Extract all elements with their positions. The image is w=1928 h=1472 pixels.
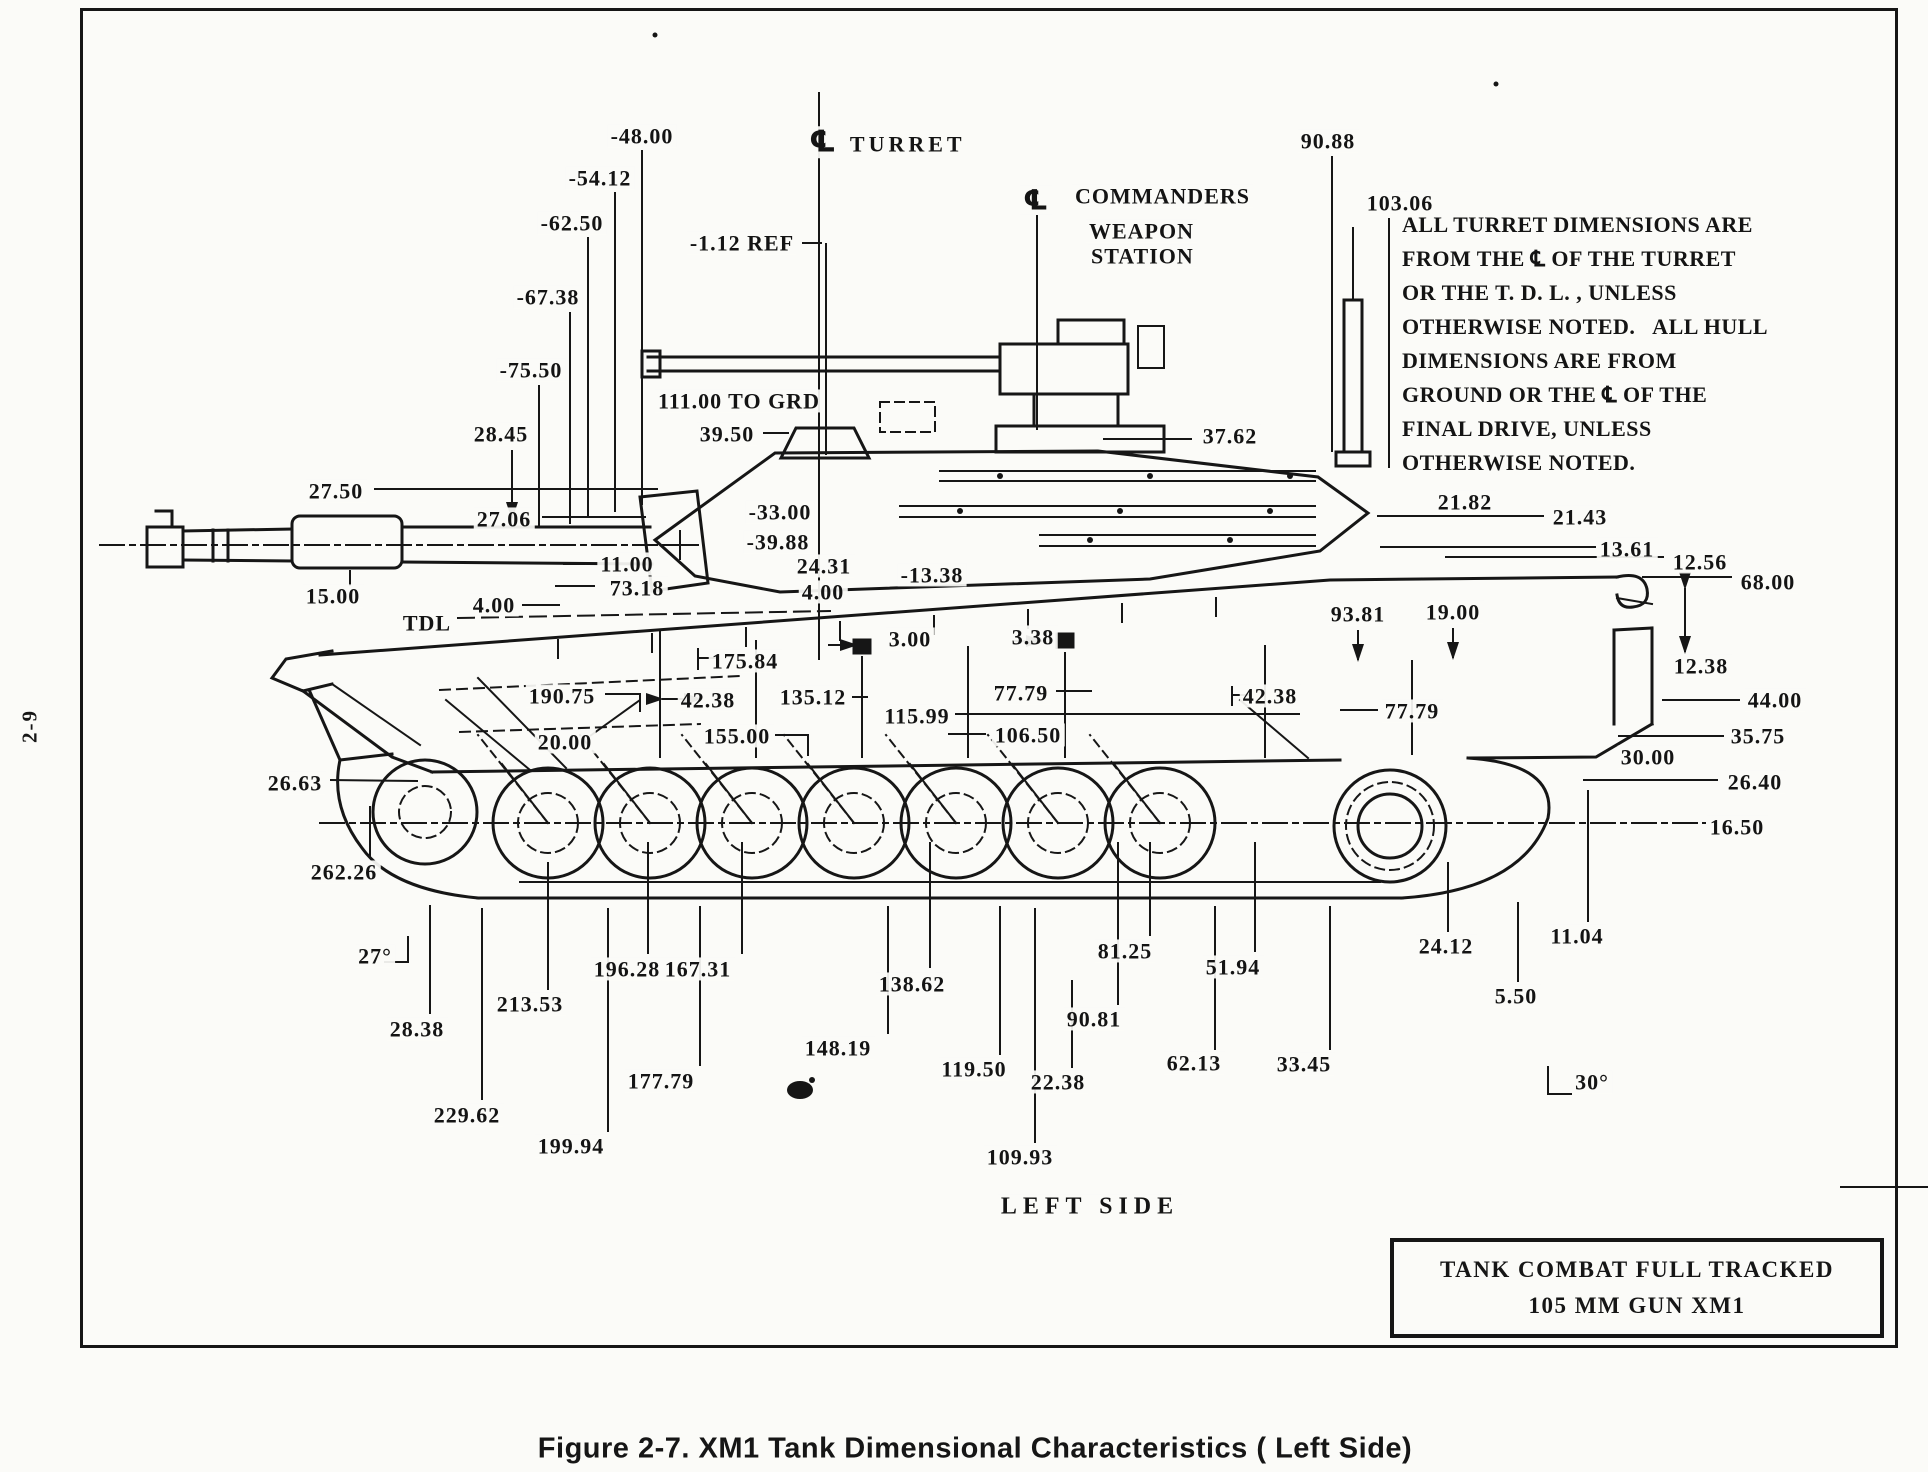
- dim-12-38: 12.38: [1670, 654, 1732, 678]
- cws-callout-line1: COMMANDERS: [1072, 184, 1253, 208]
- dim-minus-54-12: -54.12: [565, 166, 635, 190]
- dim-27-50: 27.50: [305, 479, 367, 503]
- dim-199-94: 199.94: [534, 1134, 608, 1158]
- dim-109-93: 109.93: [983, 1145, 1057, 1169]
- dim-39-50: 39.50: [696, 422, 758, 446]
- centerline-icon: ℄: [809, 124, 837, 160]
- dim-77-79-right: 77.79: [1381, 699, 1443, 723]
- dim-22-38: 22.38: [1027, 1070, 1089, 1094]
- dim-175-84: 175.84: [708, 649, 782, 673]
- dim-81-25: 81.25: [1094, 939, 1156, 963]
- dim-44-00: 44.00: [1744, 688, 1806, 712]
- dim-12-56: 12.56: [1669, 550, 1731, 574]
- view-label-left-side: LEFT SIDE: [997, 1194, 1183, 1220]
- turret-centerline-text: TURRET: [849, 131, 966, 157]
- title-block-line1: TANK COMBAT FULL TRACKED: [1439, 1257, 1835, 1282]
- dim-115-99: 115.99: [881, 704, 953, 728]
- page-number: 2-9: [17, 709, 42, 743]
- dim-4-00-left: 4.00: [469, 593, 519, 617]
- dim-213-53: 213.53: [493, 992, 567, 1016]
- dim-190-75: 190.75: [525, 684, 599, 708]
- turret-centerline-callout: ℄ TURRET: [806, 126, 969, 158]
- tdl-callout: TDL: [399, 611, 455, 635]
- dim-167-31: 167.31: [661, 957, 735, 981]
- dim-3-00: 3.00: [885, 627, 935, 651]
- dim-19-00: 19.00: [1422, 600, 1484, 624]
- dim-177-79: 177.79: [624, 1069, 698, 1093]
- dim-11-04: 11.04: [1547, 924, 1607, 948]
- figure-caption: Figure 2-7. XM1 Tank Dimensional Charact…: [537, 1432, 1413, 1465]
- dim-68-00: 68.00: [1737, 570, 1799, 594]
- dim-minus-67-38: -67.38: [513, 285, 583, 309]
- dim-26-40: 26.40: [1724, 770, 1786, 794]
- dim-angle-27: 27°: [355, 944, 395, 968]
- dim-16-50: 16.50: [1706, 815, 1768, 839]
- dim-111-to-ground: 111.00 TO GRD: [655, 389, 823, 413]
- turret-hull-dimension-note: ALL TURRET DIMENSIONS ARE FROM THE ℄ OF …: [1402, 212, 1769, 475]
- dim-21-82: 21.82: [1434, 490, 1496, 514]
- dim-minus-13-38: -13.38: [897, 563, 967, 587]
- dim-135-12: 135.12: [776, 685, 850, 709]
- dim-30-00: 30.00: [1617, 745, 1679, 769]
- dim-229-62: 229.62: [430, 1103, 504, 1127]
- dim-119-50: 119.50: [938, 1057, 1010, 1081]
- dim-90-81: 90.81: [1063, 1007, 1125, 1031]
- dim-15-00: 15.00: [302, 584, 364, 608]
- cws-callout-line2: WEAPON: [1086, 219, 1197, 243]
- dim-minus-33-00: -33.00: [745, 500, 815, 524]
- dim-28-38: 28.38: [386, 1017, 448, 1041]
- dim-148-19: 148.19: [801, 1036, 875, 1060]
- dim-24-31: 24.31: [793, 554, 855, 578]
- dim-196-28: 196.28: [590, 957, 664, 981]
- dim-262-26: 262.26: [307, 860, 381, 884]
- dim-26-63: 26.63: [264, 771, 326, 795]
- dim-11-00: 11.00: [597, 552, 657, 576]
- dim-ref-1-12: -1.12 REF: [686, 231, 798, 255]
- dim-angle-30: 30°: [1572, 1070, 1612, 1094]
- dim-103-06: 103.06: [1363, 191, 1437, 215]
- dim-minus-39-88: -39.88: [743, 530, 813, 554]
- dim-42-38-left: 42.38: [677, 688, 739, 712]
- dim-51-94: 51.94: [1202, 955, 1264, 979]
- title-block-line2: 105 MM GUN XM1: [1528, 1293, 1746, 1318]
- dim-minus-48-00: -48.00: [607, 124, 677, 148]
- dim-35-75: 35.75: [1727, 724, 1789, 748]
- cws-callout-line3: STATION: [1088, 244, 1197, 268]
- dim-24-12: 24.12: [1415, 934, 1477, 958]
- dim-77-79-mid: 77.79: [990, 681, 1052, 705]
- dim-138-62: 138.62: [875, 972, 949, 996]
- dim-minus-75-50: -75.50: [496, 358, 566, 382]
- dim-90-88: 90.88: [1297, 129, 1359, 153]
- dim-27-06: 27.06: [473, 507, 535, 531]
- dim-21-43: 21.43: [1549, 505, 1611, 529]
- dim-37-62: 37.62: [1199, 424, 1261, 448]
- dim-4-00-right: 4.00: [798, 580, 848, 604]
- dim-73-18: 73.18: [606, 576, 668, 600]
- dim-13-61: 13.61: [1596, 537, 1658, 561]
- dim-93-81: 93.81: [1327, 602, 1389, 626]
- dim-28-45: 28.45: [470, 422, 532, 446]
- figure-border-frame: [80, 8, 1898, 1348]
- dim-20-00: 20.00: [534, 730, 596, 754]
- dim-5-50: 5.50: [1491, 984, 1541, 1008]
- cws-centerline-icon: ℄: [1020, 185, 1053, 215]
- dim-62-13: 62.13: [1163, 1051, 1225, 1075]
- dim-42-38-right: 42.38: [1239, 684, 1301, 708]
- dim-3-38: 3.38: [1008, 625, 1058, 649]
- dim-33-45: 33.45: [1273, 1052, 1335, 1076]
- title-block: TANK COMBAT FULL TRACKED 105 MM GUN XM1: [1390, 1238, 1884, 1338]
- dim-155-00: 155.00: [700, 724, 774, 748]
- dim-106-50: 106.50: [991, 723, 1065, 747]
- dim-minus-62-50: -62.50: [537, 211, 607, 235]
